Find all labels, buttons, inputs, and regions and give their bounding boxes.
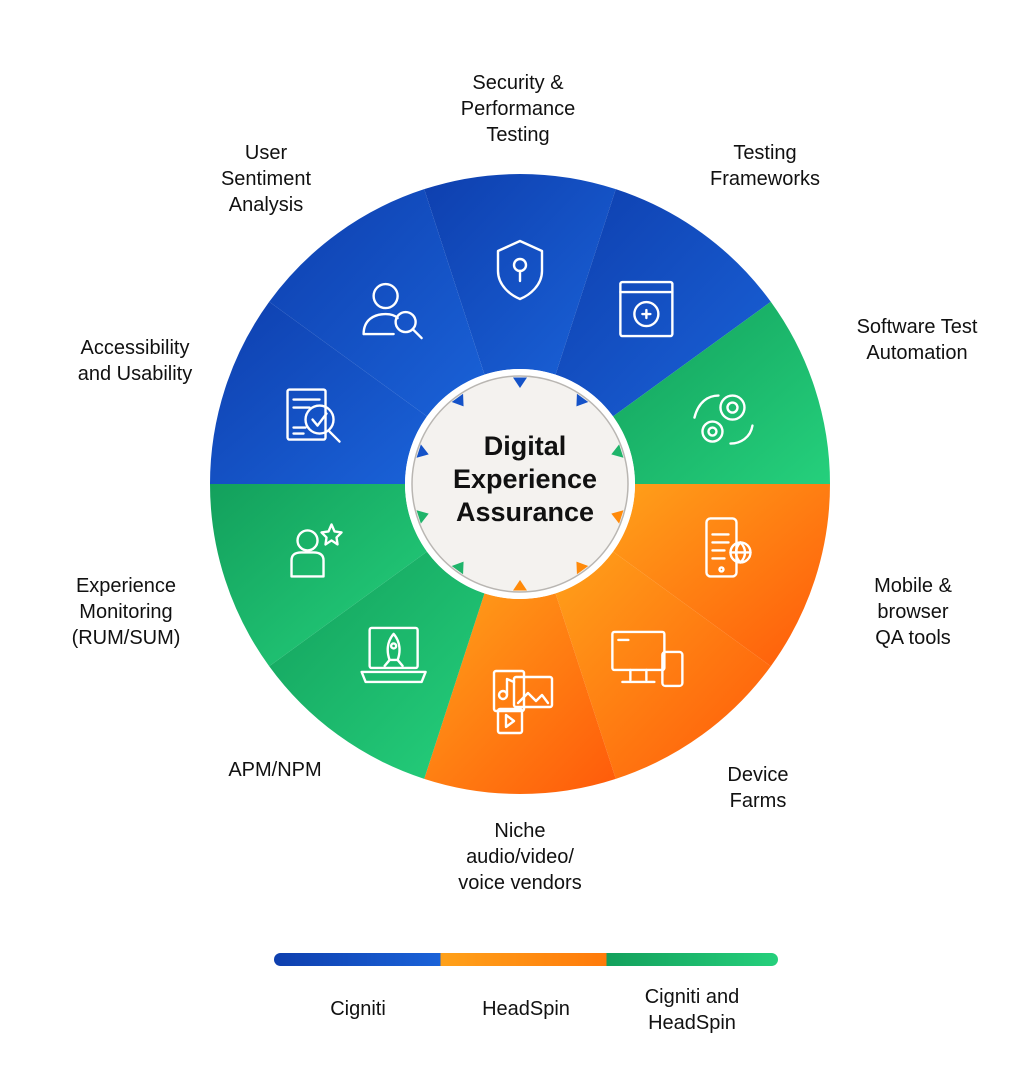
segment-label: Niche audio/video/ voice vendors [458,820,582,894]
segment-label: Accessibility and Usability [77,337,193,385]
ring-arrow [513,377,527,388]
mobile-globe-icon [705,517,752,578]
media-files-icon [492,669,554,735]
center-title: Digital Experience Assurance [452,431,598,527]
ring-arrow [451,393,464,407]
wheel-segment [210,484,427,667]
ring-arrow [416,510,429,524]
ring-arrow [611,444,624,458]
wheel-segment [424,593,616,794]
rocket-laptop-icon [360,626,427,684]
segment-label: APM/NPM [228,759,322,781]
ring-arrow [576,561,589,575]
ring-arrow [576,393,589,407]
wheel-segment [613,301,830,484]
ring-arrow [513,580,527,591]
segment-label: Device Farms [727,764,789,812]
wheel-segment [613,484,830,667]
legend-label-cigniti: Cigniti [330,998,386,1020]
wheel-segment [555,189,771,417]
segment-label: Software Test Automation [856,316,978,364]
ring-arrow [611,510,624,524]
gears-icon [693,394,754,445]
legend-label-cigniti-and-headspin: Cigniti and HeadSpin [644,986,740,1034]
segment-label: Mobile & browser QA tools [874,575,952,649]
wheel-segment [210,301,427,484]
browser-bug-icon [619,280,674,338]
legend-bar [274,953,778,966]
segment-label: Security & Performance Testing [460,72,576,146]
shield-lock-icon [496,239,544,301]
segment-label: User Sentiment Analysis [220,142,312,216]
user-search-icon [362,282,423,340]
document-check-icon [286,388,341,443]
center-disc [411,375,629,593]
wheel-segment [269,551,485,779]
segment-label: Testing Frameworks [709,142,820,190]
ring-arrow [416,444,429,458]
desktop-phone-icon [611,630,684,688]
user-star-icon [290,523,343,578]
legend-label-headspin: HeadSpin [482,998,570,1020]
segment-label: Experience Monitoring (RUM/SUM) [71,575,181,649]
ring-arrow [451,561,464,575]
